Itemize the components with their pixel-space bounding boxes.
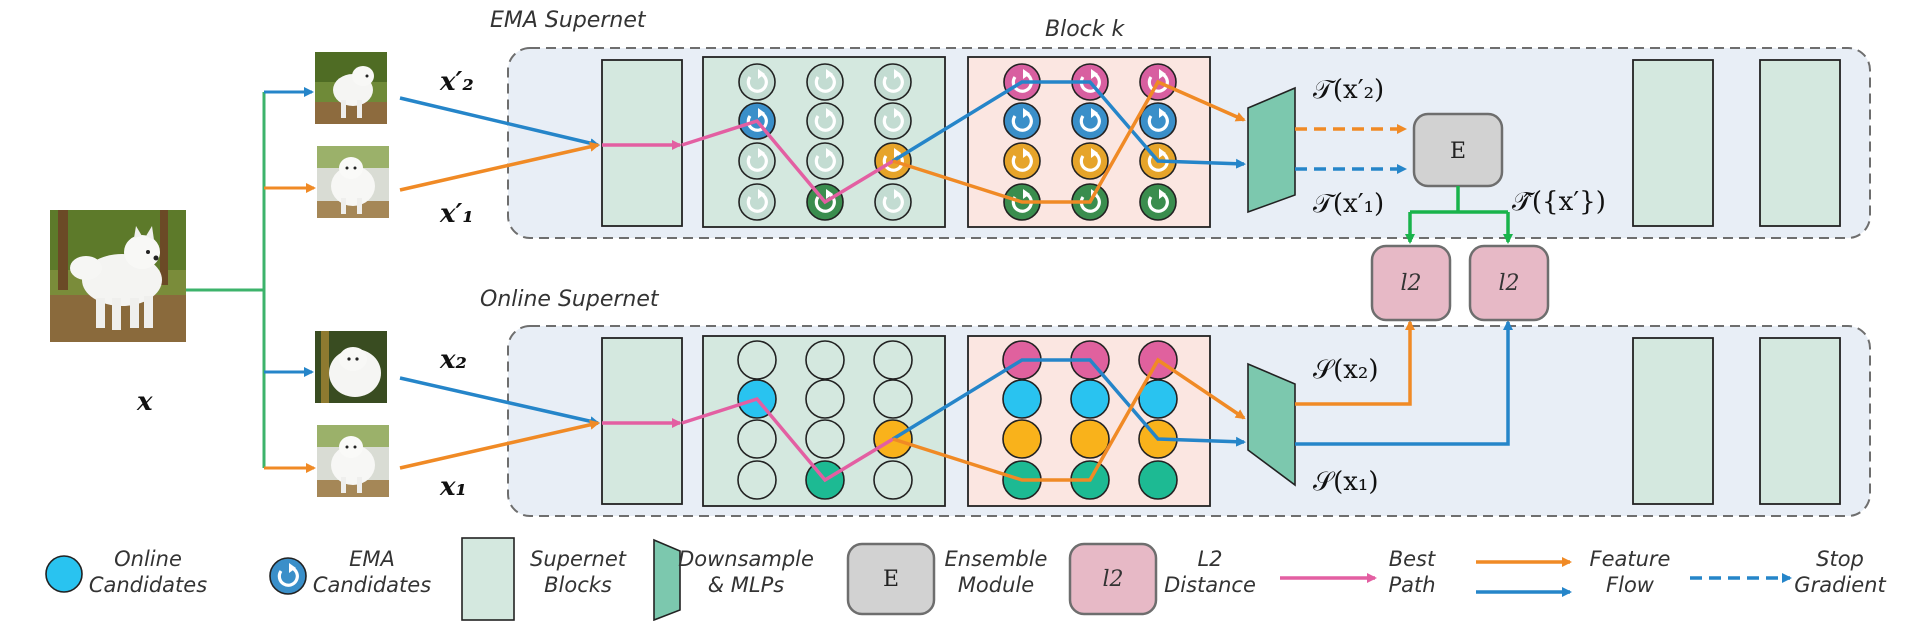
ema-blockk-blue-flow	[892, 80, 1246, 169]
online-s-x1-flow	[1295, 320, 1513, 446]
ema-supernet-block-4	[1632, 59, 1714, 227]
online-input-orange-flow	[399, 419, 600, 470]
ema-block2-candidates	[738, 63, 912, 221]
legend-ema-line2: Candidates	[313, 573, 431, 597]
ema-blockk-orange-flow	[892, 79, 1246, 204]
aug-image-x1	[317, 425, 389, 497]
label-x2-prime: x′₂	[439, 67, 474, 97]
legend-ensemble-line1: Ensemble	[945, 547, 1048, 571]
legend-best-path-line1: Best	[1389, 547, 1436, 571]
block-k-title: Block k	[1045, 17, 1125, 42]
online-s-x2-flow	[1295, 320, 1415, 406]
legend-supernet-block-swatch	[461, 537, 515, 621]
legend: Online Candidates EMA Candidates Superne…	[45, 537, 1886, 621]
legend-online-line2: Candidates	[89, 573, 207, 597]
l2-distance-box-left	[1370, 244, 1452, 322]
legend-best-path-line2: Path	[1388, 573, 1435, 597]
label-s-x2: 𝒮(x₂)	[1313, 355, 1379, 385]
ensemble-module-label: E	[1450, 139, 1466, 164]
legend-online-candidate-swatch	[45, 555, 83, 593]
legend-l2-swatch	[1068, 542, 1158, 616]
legend-feature-line2: Flow	[1606, 573, 1655, 597]
legend-downsample-line1: Downsample	[678, 547, 814, 571]
legend-online-line1: Online	[114, 547, 182, 571]
label-x1-prime: x′₁	[439, 199, 474, 229]
online-block2-candidates	[737, 340, 913, 500]
legend-stop-line2: Gradient	[1794, 573, 1886, 597]
legend-ensemble-line2: Module	[958, 573, 1034, 597]
ema-supernet-title: EMA Supernet	[490, 8, 647, 33]
online-downsample-mlp	[1247, 362, 1296, 487]
ema-input-blue-flow	[399, 96, 600, 149]
legend-l2-box-label: l2	[1102, 567, 1123, 592]
ema-downsample-mlp	[1247, 86, 1296, 214]
input-label-x: x	[136, 387, 153, 417]
legend-ema-candidate-swatch	[269, 557, 307, 595]
online-best-path-block2	[681, 396, 894, 483]
online-supernet-block-4	[1632, 337, 1714, 505]
legend-feature-line1: Feature	[1590, 547, 1671, 571]
online-supernet-block-5	[1759, 337, 1841, 505]
aug-image-x1-prime	[317, 146, 389, 218]
online-supernet-title: Online Supernet	[480, 287, 660, 312]
legend-downsample-swatch	[653, 538, 681, 621]
legend-supernet-line1: Supernet	[530, 547, 627, 571]
ema-input-orange-flow	[399, 141, 600, 192]
online-blockk-blue-flow	[892, 358, 1246, 447]
l2-distance-box-right	[1468, 244, 1550, 322]
label-x2: x₂	[439, 345, 467, 375]
label-t-ensemble: 𝒯̂({x′})	[1512, 187, 1606, 217]
online-blockk-orange-flow	[892, 357, 1246, 482]
ema-best-path-block2	[681, 118, 894, 205]
online-supernet-block-1	[601, 337, 683, 505]
legend-l2-line1: L2	[1197, 547, 1222, 571]
legend-supernet-line2: Blocks	[544, 573, 612, 597]
augmentation-tree	[186, 92, 266, 468]
input-image-x	[50, 210, 186, 342]
ema-supernet-block-1	[601, 59, 683, 227]
label-s-x1: 𝒮(x₁)	[1313, 467, 1379, 497]
label-t-x1-prime: 𝒯(x′₁)	[1313, 189, 1384, 219]
label-x1: x₁	[439, 472, 467, 502]
ema-supernet-block-5	[1759, 59, 1841, 227]
legend-stop-line1: Stop	[1816, 547, 1864, 571]
l2-right-label: l2	[1498, 271, 1519, 296]
legend-ema-line1: EMA	[349, 547, 395, 571]
legend-l2-line2: Distance	[1164, 573, 1256, 597]
online-input-blue-flow	[399, 376, 600, 427]
aug-image-x2	[315, 331, 387, 403]
legend-downsample-line2: & MLPs	[708, 573, 785, 597]
legend-ensemble-swatch	[846, 542, 936, 616]
legend-ensemble-box-label: E	[883, 567, 899, 592]
aug-image-x2-prime	[315, 52, 387, 124]
ensemble-to-l2-links	[1410, 186, 1508, 214]
l2-left-label: l2	[1400, 271, 1421, 296]
label-t-x2-prime: 𝒯(x′₂)	[1313, 75, 1384, 105]
